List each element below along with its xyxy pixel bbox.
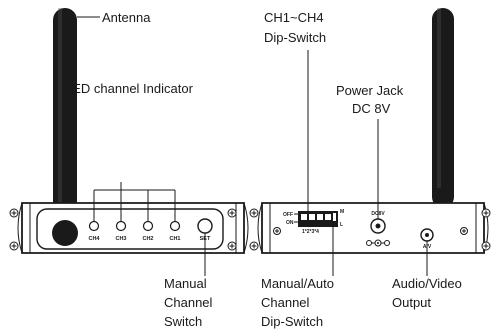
front-chassis (17, 202, 249, 254)
front-antenna (53, 8, 77, 240)
back-antenna (432, 8, 454, 208)
dip-on-label: ON (286, 220, 294, 226)
dip-title-1: CH1~CH4 (264, 10, 324, 25)
ch-dip-switch[interactable] (298, 211, 338, 227)
led-label-ch2: CH2 (142, 236, 153, 242)
manual-auto-label-1: Manual/Auto (261, 276, 334, 291)
led-label-ch3: CH3 (115, 236, 126, 242)
screw-icon (9, 241, 19, 251)
screw-icon (249, 241, 259, 251)
dc-polarity-icon (366, 239, 390, 247)
manual-auto-label-3: Dip-Switch (261, 314, 323, 329)
led-label-ch4: CH4 (88, 236, 100, 242)
led-label-ch1: CH1 (169, 236, 180, 242)
dip-l-label: L (340, 222, 343, 228)
power-jack[interactable] (370, 218, 386, 234)
led-indicators: CH4 CH3 CH2 CH1 (88, 220, 181, 242)
dip-m-label: M (340, 209, 344, 215)
screw-icon (481, 241, 491, 251)
power-jack-label-1: Power Jack (336, 83, 404, 98)
front-view: CH4 CH3 CH2 CH1 SET Antenna LED channel … (9, 8, 249, 329)
dip-off-label: OFF (283, 212, 293, 218)
manual-switch-label-1: Manual (164, 276, 207, 291)
screw-icon (481, 208, 491, 218)
led-indicator-label: LED channel Indicator (65, 81, 194, 96)
av-output-label-2: Output (392, 295, 431, 310)
antenna-label: Antenna (102, 10, 151, 25)
manual-auto-label-2: Channel (261, 295, 310, 310)
av-output-label-1: Audio/Video (392, 276, 462, 291)
front-antenna-base (52, 220, 78, 246)
screw-icon (273, 227, 281, 235)
manual-switch-label-2: Channel (164, 295, 213, 310)
av-output-jack[interactable] (420, 228, 434, 242)
power-jack-label-2: DC 8V (352, 101, 391, 116)
back-view: OFF ON M L 1*2*3*4 DC8V A/V (249, 8, 491, 329)
manual-switch-label-3: Switch (164, 314, 202, 329)
screw-icon (227, 208, 237, 218)
dip-title-2: Dip-Switch (264, 30, 326, 45)
screw-icon (249, 208, 259, 218)
led-leader-lines (93, 182, 176, 221)
screw-icon (460, 227, 468, 235)
screw-icon (9, 208, 19, 218)
dip-numbers-label: 1*2*3*4 (302, 229, 319, 235)
screw-icon (227, 241, 237, 251)
